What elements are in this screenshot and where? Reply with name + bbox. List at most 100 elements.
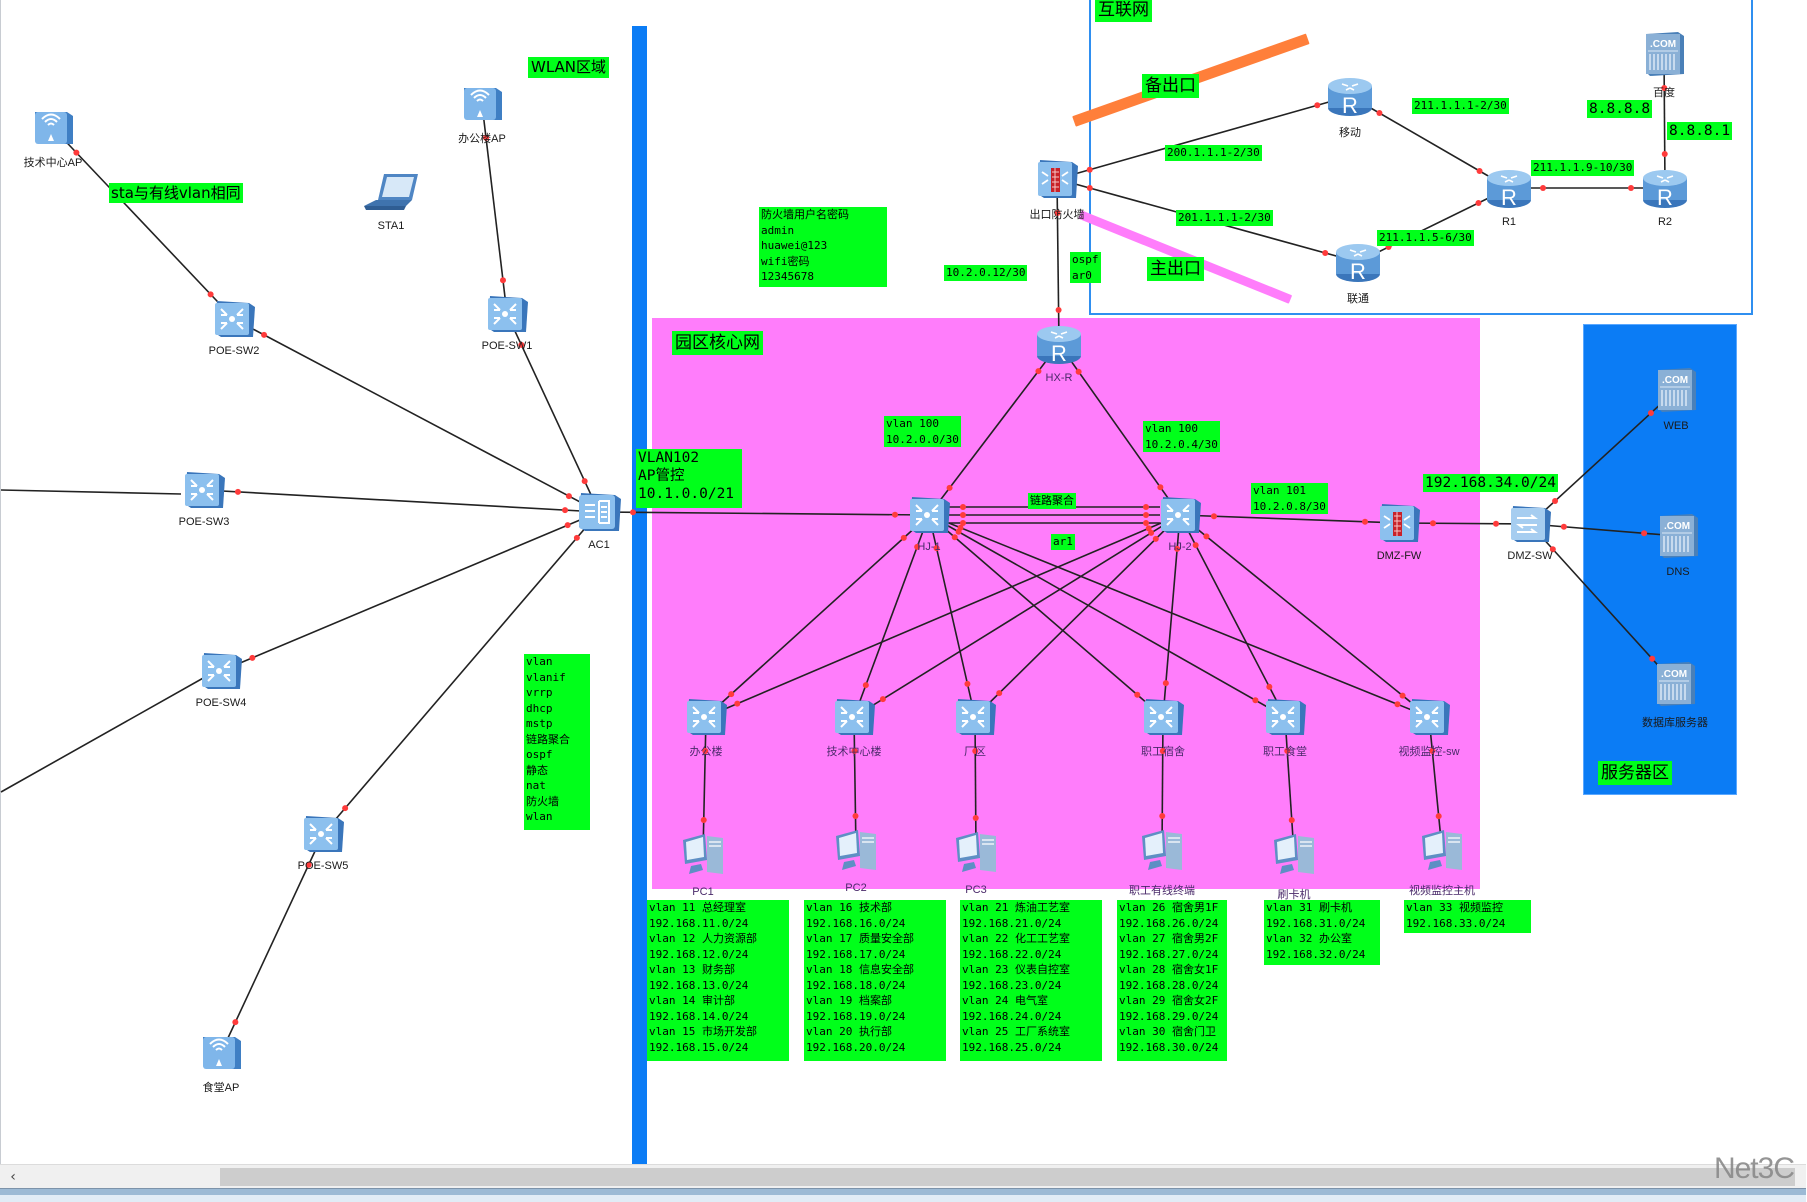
device-pc1[interactable]: PC1 [653,828,753,898]
svg-text:R: R [1051,341,1067,366]
device-label: HJ-1 [917,541,941,553]
link-poe-sw3-ac1[interactable] [203,489,600,513]
switch-icon [211,299,257,343]
technologies-list: vlan vlanif vrrp dhcp mstp 链路聚合 ospf 静态 … [524,654,590,830]
server-icon: .COM [1654,366,1698,418]
device-label: 办公楼 [689,746,723,758]
core-zone-label: 园区核心网 [672,331,763,355]
campus-core-zone [652,318,1480,889]
device-label: 视频监控主机 [1409,885,1475,897]
r2-ip-label: 8.8.8.1 [1667,122,1733,140]
ospf-area0-label: ospf ar0 [1070,252,1101,283]
device-pc2[interactable]: PC2 [806,824,906,894]
dmz-subnet-label: 192.168.34.0/24 [1423,474,1558,492]
device-poe-sw5[interactable]: POE-SW5 [273,814,373,872]
backup-exit-label: 备出口 [1142,74,1199,98]
svg-text:R: R [1501,185,1517,210]
device-pc3[interactable]: PC3 [926,826,1026,896]
device-label: R1 [1501,216,1517,228]
svg-text:.COM: .COM [1664,521,1690,532]
svg-text:.COM: .COM [1650,39,1676,50]
status-bar [0,1188,1806,1195]
device-baidu-server[interactable]: .COM 百度 [1614,30,1714,100]
device-dmz-sw[interactable]: DMZ-SW [1480,504,1580,562]
device-label: DMZ-FW [1376,550,1422,562]
sta-vlan-note: sta与有线vlan相同 [109,183,243,203]
device-sw-factory[interactable]: 厂区 [925,697,1025,759]
device-poe-sw2[interactable]: POE-SW2 [184,299,284,357]
server-icon: .COM [1642,30,1686,82]
device-web-server[interactable]: .COM WEB [1626,366,1726,432]
wireless-ap-icon [460,84,504,128]
pc-icon [950,826,1002,882]
device-label: 食堂AP [202,1082,240,1094]
ap-management-note: VLAN102 AP管控 10.1.0.0/21 [636,449,742,508]
hj1-vlan-label: vlan 100 10.2.0.0/30 [884,416,961,447]
device-poe-sw1[interactable]: POE-SW1 [457,294,557,352]
device-ac1[interactable]: AC1 [549,491,649,551]
baidu-ip-label: 8.8.8.8 [1587,100,1653,118]
device-pc-dorm[interactable]: 职工有线终端 [1112,824,1212,898]
device-dmz-fw[interactable]: DMZ-FW [1349,502,1449,562]
device-r1[interactable]: R R1 [1459,166,1559,228]
device-label: DMZ-SW [1507,550,1553,562]
scroll-left-arrow[interactable]: ‹ [10,1169,16,1185]
device-sta1[interactable]: STA1 [341,172,441,232]
device-office-ap[interactable]: 办公楼AP [432,84,532,146]
switch-icon [198,651,244,695]
svg-text:.COM: .COM [1662,375,1688,386]
router-icon: R [1035,322,1083,370]
r1-r2-subnet-label: 211.1.1.9-10/30 [1531,160,1635,176]
horizontal-scrollbar[interactable]: ‹ [0,1164,1806,1188]
firewall-icon [1034,158,1080,204]
device-sw-office[interactable]: 办公楼 [656,697,756,759]
device-hj1[interactable]: HJ-1 [879,495,979,553]
vlan-table-video: vlan 33 视频监控 192.168.33.0/24 [1404,900,1531,933]
device-sw-tech[interactable]: 技术中心楼 [804,697,904,759]
device-label: AC1 [588,539,610,551]
pc-icon [1268,828,1320,884]
device-sw-dorm[interactable]: 职工宿舍 [1113,697,1213,759]
mobile-r1-subnet-label: 211.1.1.1-2/30 [1412,98,1509,114]
device-label: STA1 [377,220,405,232]
device-label: 职工食堂 [1263,746,1307,758]
device-poe-sw3[interactable]: POE-SW3 [154,470,254,528]
firewall-credentials-note: 防火墙用户名密码 admin huawei@123 wifi密码 1234567… [759,207,887,287]
device-label: 数据库服务器 [1642,717,1708,729]
switch-icon [181,470,227,514]
port-indicator [232,1019,239,1026]
device-db-server[interactable]: .COM 数据库服务器 [1625,660,1725,730]
device-label: WEB [1663,420,1689,432]
router-icon: R [1485,166,1533,214]
server-icon: .COM [1656,512,1700,564]
device-label: 办公楼AP [458,133,506,145]
device-sw-canteen[interactable]: 职工食堂 [1235,697,1335,759]
device-label: 百度 [1653,87,1675,99]
device-canteen-ap[interactable]: 食堂AP [171,1033,271,1095]
device-hj2[interactable]: HJ-2 [1130,495,1230,553]
fw-mobile-subnet-label: 200.1.1.1-2/30 [1165,145,1262,161]
vlan-table-pc1: vlan 11 总经理室 192.168.11.0/24 vlan 12 人力资… [647,900,789,1061]
device-tech-ap[interactable]: 技术中心AP [3,108,103,170]
device-label: 厂区 [964,746,986,758]
server-icon: .COM [1653,660,1697,712]
link-poe-sw4-ac1[interactable] [220,511,600,672]
device-exit-fw[interactable]: 出口防火墙 [1007,158,1107,222]
device-pc-video[interactable]: 视频监控主机 [1392,824,1492,898]
device-poe-sw4[interactable]: POE-SW4 [171,651,271,709]
device-pc-card[interactable]: 刷卡机 [1244,828,1344,902]
router-icon: R [1641,166,1689,214]
main-exit-label: 主出口 [1147,257,1204,281]
status-bar-lower [0,1195,1806,1202]
vlan-table-canteen: vlan 31 刷卡机 192.168.31.0/24 vlan 32 办公室 … [1264,900,1380,965]
device-sw-video[interactable]: 视频监控-sw [1379,697,1479,759]
port-indicator [1055,307,1062,314]
scrollbar-thumb[interactable] [220,1168,1795,1186]
switch-icon [1140,697,1186,741]
